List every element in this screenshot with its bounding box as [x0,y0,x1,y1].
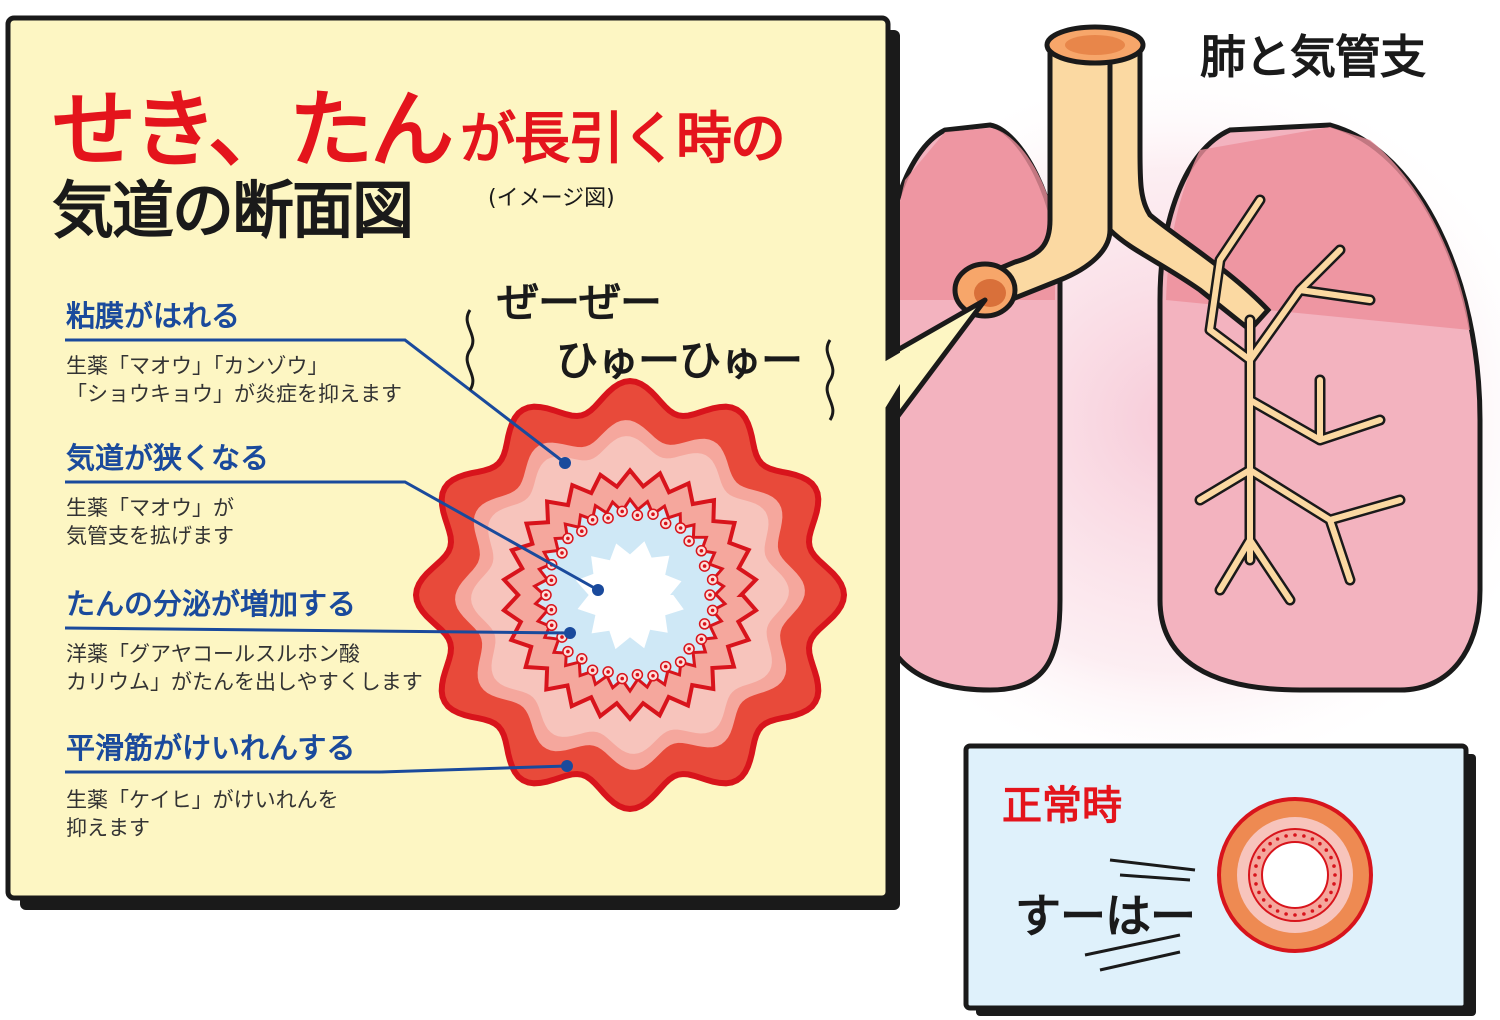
normal-cell-nucleus [1257,890,1261,895]
title-main: 気道の断面図 [52,174,414,247]
airway-cell-nucleus [678,660,683,664]
airway-cell-nucleus [590,668,595,672]
title-red-suffix: が長引く時の [460,107,786,172]
annotation-desc-4: 生薬「ケイヒ」がけいれんを 抑えます [66,788,339,840]
normal-cell-nucleus [1324,898,1329,902]
normal-cell-nucleus [1302,834,1306,838]
annotation-lines [64,338,599,774]
annotation-heading-4: 平滑筋がけいれんする [66,731,356,765]
normal-cell-nucleus [1268,904,1272,909]
airway-cell-nucleus [651,674,655,678]
normal-cell-nucleus [1318,841,1322,846]
annotation-heading-3: たんの分泌が増加する [66,587,357,621]
airway-cell-nucleus [566,649,570,654]
normal-cell-nucleus [1293,833,1297,837]
normal-airway-icon [1217,797,1373,953]
normal-cell-nucleus [1257,855,1261,860]
annotation-desc-1: 生薬「マオウ」「カンゾウ」 「ショウキョウ」が炎症を抑えます [66,354,402,406]
title-note: (イメージ図) [488,186,615,211]
normal-cell-nucleus [1329,855,1333,860]
airway-cell-nucleus [687,647,691,651]
airway-cell-nucleus [560,635,564,639]
normal-cell-nucleus [1254,864,1258,868]
airway-cross-section-icon [412,377,848,813]
airway-cell-nucleus [635,513,640,518]
normal-title: 正常時 [1002,783,1122,829]
normal-cell-nucleus [1333,873,1337,877]
airway-cell-nucleus [678,526,683,530]
normal-cell-nucleus [1332,882,1336,886]
airway-cell-nucleus [580,529,584,533]
normal-cell-nucleus [1310,909,1315,913]
airway-cell-nucleus [710,577,715,582]
annotation-desc-3: 洋薬「グアヤコールスルホン酸 カリウム」がたんを出しやすくします [66,642,423,694]
airway-cell-nucleus [580,657,584,661]
annotation-heading-1: 粘膜がはれる [66,299,241,333]
title-red: せき、たん [52,81,454,179]
normal-cell-nucleus [1261,898,1266,902]
airway-cell-nucleus [699,637,704,641]
airway-cell-nucleus [702,622,707,626]
airway-cell-nucleus [663,521,668,526]
normal-cell-nucleus [1253,873,1257,877]
annotation-desc-2: 生薬「マオウ」が 気管支を拡げます [66,496,234,548]
sound-squiggles [465,309,835,421]
airway-cell-nucleus [699,549,704,553]
airway-cell-nucleus [620,676,624,681]
normal-box [963,743,1469,1011]
annotation-heading-2: 気道が狭くなる [66,441,270,475]
airway-cell-nucleus [663,664,668,669]
normal-cell-nucleus [1318,904,1322,909]
airway-cell-nucleus [620,509,624,514]
normal-breath: すーはー [1015,889,1196,943]
normal-cell-nucleus [1275,909,1280,913]
airway-cell-nucleus [590,518,595,522]
airway-cell-nucleus [651,512,655,516]
normal-cell-nucleus [1324,848,1329,852]
airway-cell-nucleus [708,593,712,597]
normal-cell-nucleus [1275,837,1280,841]
airway-cell-nucleus [606,670,610,674]
sound-wheeze: ぜーぜー [497,278,662,327]
airway-cell-nucleus [566,536,570,541]
breath-lines [1084,858,1196,972]
normal-cell-nucleus [1310,837,1315,841]
normal-cell-nucleus [1254,882,1258,886]
normal-cell-nucleus [1329,890,1333,895]
airway-cell-nucleus [606,516,610,520]
normal-cell-nucleus [1293,913,1297,917]
normal-cell-nucleus [1284,834,1288,838]
normal-cell-nucleus [1332,864,1336,868]
airway-cell-nucleus [702,564,707,568]
airway-cell-nucleus [549,607,554,612]
normal-cell-nucleus [1284,912,1288,916]
normal-cell-nucleus [1268,841,1272,846]
airway-cell-nucleus [710,608,715,613]
airway-cell-nucleus [635,672,640,677]
normal-cell-nucleus [1261,848,1266,852]
airway-cell-nucleus [560,551,564,555]
airway-cell-nucleus [687,539,691,543]
airway-cell-nucleus [549,578,554,583]
normal-cell-nucleus [1302,912,1306,916]
airway-cell-nucleus [549,623,554,628]
lungs-title: 肺と気管支 [1200,30,1426,84]
airway-cell-nucleus [544,593,548,597]
sound-whistle: ひゅーひゅー [556,336,803,385]
